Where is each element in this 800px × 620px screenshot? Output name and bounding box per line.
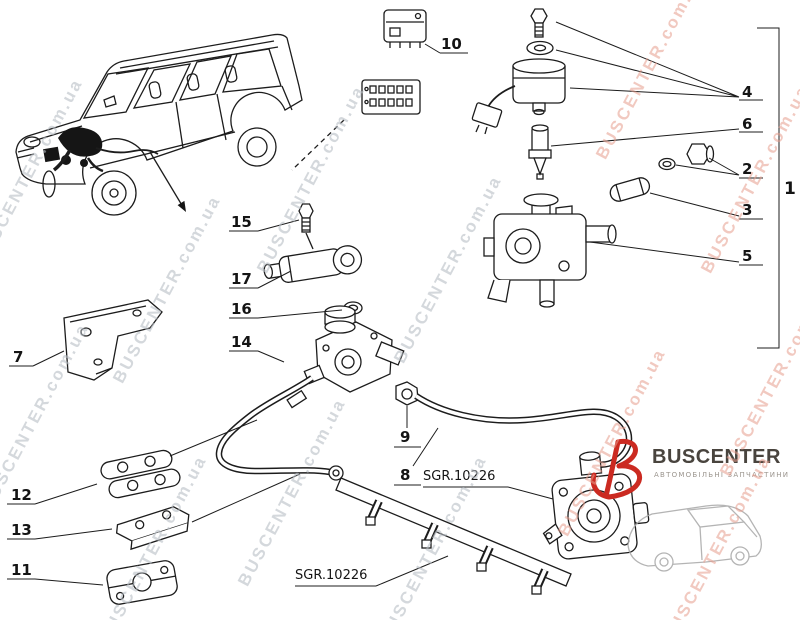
callout-16: 16 bbox=[231, 300, 252, 318]
hose-part-14 bbox=[215, 375, 344, 481]
bracket-part-7 bbox=[63, 299, 163, 381]
connector-module bbox=[361, 79, 421, 115]
callout-6: 6 bbox=[742, 115, 753, 133]
part-code-label-lower: SGR.10226 bbox=[295, 568, 368, 583]
van-illustration bbox=[15, 33, 303, 216]
pointer-lines bbox=[149, 119, 345, 212]
plug-part-2 bbox=[686, 143, 715, 165]
bracket-part-13 bbox=[115, 506, 190, 551]
callout-13: 13 bbox=[11, 521, 32, 539]
callout-12: 12 bbox=[11, 486, 32, 504]
callout-11: 11 bbox=[11, 561, 32, 579]
callout-14: 14 bbox=[231, 333, 252, 351]
injector bbox=[531, 568, 549, 595]
callout-1: 1 bbox=[784, 179, 796, 199]
logo-tagline: АВТОМОБІЛЬНІ ЗАПЧАСТИНИ bbox=[654, 471, 790, 479]
callout-2: 2 bbox=[742, 160, 753, 178]
pump-assembly bbox=[303, 305, 405, 393]
fuel-rail bbox=[335, 477, 572, 595]
relay-part-10 bbox=[383, 9, 427, 48]
logo-name: BUSCENTER bbox=[652, 446, 781, 468]
callout-10: 10 bbox=[441, 35, 462, 53]
callout-3: 3 bbox=[742, 201, 753, 219]
callout-4: 4 bbox=[742, 83, 753, 101]
bolt-part-15 bbox=[298, 203, 314, 250]
sleeve-part-3 bbox=[609, 177, 651, 202]
valve-part-17 bbox=[263, 245, 363, 283]
injector bbox=[365, 499, 383, 526]
clamp-part-12 bbox=[100, 449, 181, 499]
buscenter-logo: BUSCENTER АВТОМОБІЛЬНІ ЗАПЧАСТИНИ bbox=[588, 434, 798, 500]
callout-5: 5 bbox=[742, 247, 753, 265]
clamp-part-11 bbox=[106, 560, 178, 605]
callout-17: 17 bbox=[231, 270, 252, 288]
oring-part-2 bbox=[658, 157, 676, 171]
callout-8: 8 bbox=[400, 466, 411, 484]
wire-connector-part-6 bbox=[471, 85, 552, 180]
leader-lines bbox=[7, 21, 780, 587]
logo-van-sketch bbox=[627, 504, 762, 572]
injector bbox=[476, 545, 494, 572]
hose-part-8 bbox=[414, 393, 633, 469]
injector bbox=[421, 522, 439, 549]
pressure-regulator-part-5 bbox=[483, 193, 617, 308]
callout-15: 15 bbox=[231, 213, 252, 231]
callout-9: 9 bbox=[400, 428, 411, 446]
callout-7: 7 bbox=[13, 348, 24, 366]
solenoid-valve-part-4 bbox=[512, 8, 566, 116]
part-code-label-upper: SGR.10226 bbox=[423, 469, 496, 484]
buscenter-logo-icon bbox=[590, 438, 642, 500]
